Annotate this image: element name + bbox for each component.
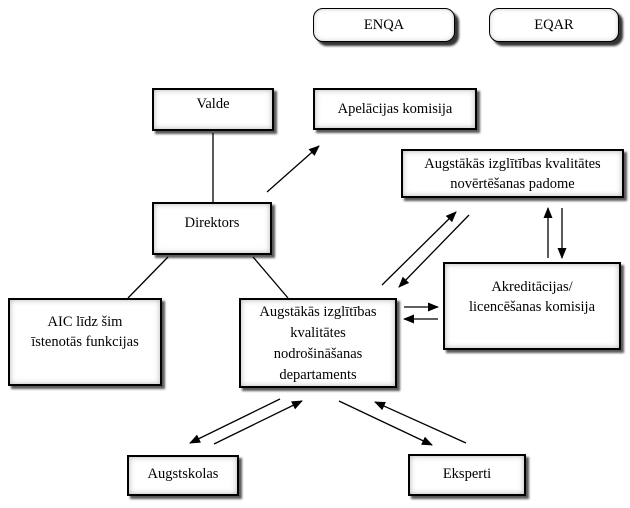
node-direktors: Direktors <box>152 202 272 255</box>
node-direktors-label: Direktors <box>184 215 240 231</box>
edge-departaments-eksperti <box>338 400 433 446</box>
edge-departaments-augstskolas <box>189 398 281 444</box>
node-padome-label: Augstākās izglītības kvalitātes novērtēš… <box>424 156 601 192</box>
node-novertesanas-padome: Augstākās izglītības kvalitātes novērtēš… <box>401 149 624 198</box>
edge-direktors-aic <box>127 256 169 299</box>
node-eksperti: Eksperti <box>408 454 526 496</box>
edge-direktors-departaments <box>252 256 289 299</box>
node-aic-funkcijas: AIC līdz šim īstenotās funkcijas <box>8 298 162 386</box>
node-nodrosinasanas-departaments: Augstākās izglītības kvalitātes nodrošin… <box>239 298 397 388</box>
edge-eksperti-departaments <box>374 401 467 444</box>
node-licencesanas-komisija: Akreditācijas/ licencēšanas komisija <box>443 262 621 350</box>
node-departaments-label: Augstākās izglītības kvalitātes nodrošin… <box>259 304 377 383</box>
node-valde: Valde <box>152 88 274 131</box>
node-eqar-label: EQAR <box>534 17 574 33</box>
node-apelacijas-label: Apelācijas komisija <box>337 101 453 117</box>
node-aic-label: AIC līdz šim īstenotās funkcijas <box>31 314 139 350</box>
node-eksperti-label: Eksperti <box>442 466 492 482</box>
node-apelacijas-komisija: Apelācijas komisija <box>313 88 477 130</box>
node-valde-label: Valde <box>196 96 230 112</box>
node-augstskolas-label: Augstskolas <box>147 466 219 482</box>
node-enqa-label: ENQA <box>363 17 405 33</box>
node-enqa: ENQA <box>313 8 455 42</box>
edge-augstskolas-departaments <box>213 400 303 445</box>
node-komisija-label: Akreditācijas/ licencēšanas komisija <box>468 279 596 315</box>
node-augstskolas: Augstskolas <box>127 455 239 496</box>
node-eqar: EQAR <box>489 8 619 42</box>
edge-direktors-apelacijas <box>266 145 320 193</box>
